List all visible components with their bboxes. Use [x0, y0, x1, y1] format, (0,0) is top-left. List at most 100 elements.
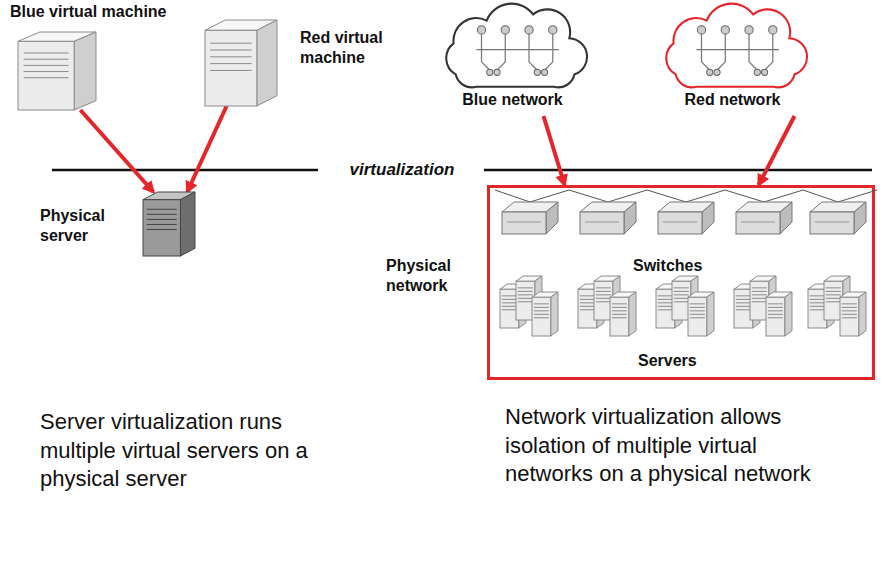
network-host: [697, 26, 705, 34]
server-front: [766, 297, 785, 336]
server-slot: [518, 294, 533, 295]
network-host: [477, 26, 485, 34]
server-side: [785, 292, 792, 336]
switch-slot: [741, 222, 775, 223]
server-slot: [580, 306, 595, 307]
server-slot: [24, 71, 69, 72]
caption-text: Server virtualization runs multiple virt…: [40, 408, 340, 494]
cloud-drawing: [666, 4, 807, 88]
server-front: [205, 30, 257, 106]
server-front: [688, 297, 707, 336]
rack-server: [766, 292, 792, 336]
server-slot: [810, 309, 825, 310]
virtualization-arrow: [544, 116, 565, 185]
switch-side: [702, 202, 714, 234]
server-slot: [534, 307, 549, 308]
switch-icon: [736, 202, 792, 234]
network-host: [745, 26, 753, 34]
physical-network-box: Physical network: [487, 185, 875, 380]
node-heading: Blue network: [435, 90, 590, 110]
rack-server: [688, 292, 714, 336]
network-link: [552, 33, 553, 62]
server-body: [766, 292, 792, 336]
server-slot: [810, 302, 825, 303]
server-slot: [596, 294, 611, 295]
server-slot: [736, 299, 751, 300]
server-slot: [736, 302, 751, 303]
server-slot: [502, 306, 517, 307]
layer-label: virtualization: [324, 159, 480, 181]
switch-front: [658, 212, 702, 234]
group-label: Servers: [638, 351, 728, 372]
server-body: [205, 20, 277, 106]
server-slot: [612, 317, 627, 318]
network-host: [534, 69, 540, 75]
server-body: [143, 192, 195, 256]
server-slot: [768, 314, 783, 315]
switch-side: [854, 202, 866, 234]
network-link: [701, 33, 702, 62]
server-slot: [24, 77, 69, 78]
switch-side: [624, 202, 636, 234]
virtualization-line: [484, 169, 872, 172]
server-side: [180, 192, 195, 256]
server-front: [143, 200, 180, 256]
server-slot: [768, 317, 783, 318]
network-host: [487, 69, 493, 75]
switch-side: [780, 202, 792, 234]
network-link: [748, 33, 749, 62]
server-slot: [842, 303, 857, 304]
server-body: [532, 292, 558, 336]
server-slot: [810, 299, 825, 300]
server-slot: [580, 295, 595, 296]
server-slot: [736, 309, 751, 310]
server-slot: [674, 301, 689, 302]
server-slot: [502, 299, 517, 300]
network-host: [707, 69, 713, 75]
network-host: [541, 69, 547, 75]
switch-icon: [502, 202, 558, 234]
server-slot: [752, 294, 767, 295]
server-slot: [842, 307, 857, 308]
server-slot: [690, 317, 705, 318]
server-slot: [674, 294, 689, 295]
server-slot: [147, 209, 177, 210]
server-slot: [658, 306, 673, 307]
server-slot: [658, 302, 673, 303]
switch-front: [736, 212, 780, 234]
server-slot: [24, 59, 69, 60]
server-slot: [518, 291, 533, 292]
server-slot: [826, 287, 841, 288]
network-host: [761, 69, 767, 75]
server-front: [18, 41, 74, 110]
server-slot: [147, 219, 177, 220]
network-link: [476, 49, 559, 50]
node-heading: Physical server: [40, 206, 135, 246]
network-link: [481, 33, 482, 62]
switch-icon: [580, 202, 636, 234]
switch-front: [810, 212, 854, 234]
server-slot: [674, 298, 689, 299]
server-slot: [210, 43, 251, 44]
group-label: Switches: [633, 256, 723, 277]
network-host: [714, 69, 720, 75]
server-side: [551, 292, 558, 336]
switch-slot: [507, 222, 541, 223]
rack-server: [610, 292, 636, 336]
server-slot: [810, 306, 825, 307]
virtualization-arrow: [759, 116, 795, 185]
server-body: [840, 292, 866, 336]
server-slot: [690, 307, 705, 308]
server-slot: [580, 299, 595, 300]
server-front: [840, 297, 859, 336]
caption-text: Network virtualization allows isolation …: [505, 403, 835, 489]
server-slot: [826, 291, 841, 292]
virtualization-arrow: [187, 106, 226, 192]
virtual-server-icon-drawing: [205, 20, 277, 106]
virtualization-arrow: [80, 110, 153, 192]
server-side: [629, 292, 636, 336]
server-body: [610, 292, 636, 336]
server-slot: [518, 298, 533, 299]
server-slot: [768, 307, 783, 308]
